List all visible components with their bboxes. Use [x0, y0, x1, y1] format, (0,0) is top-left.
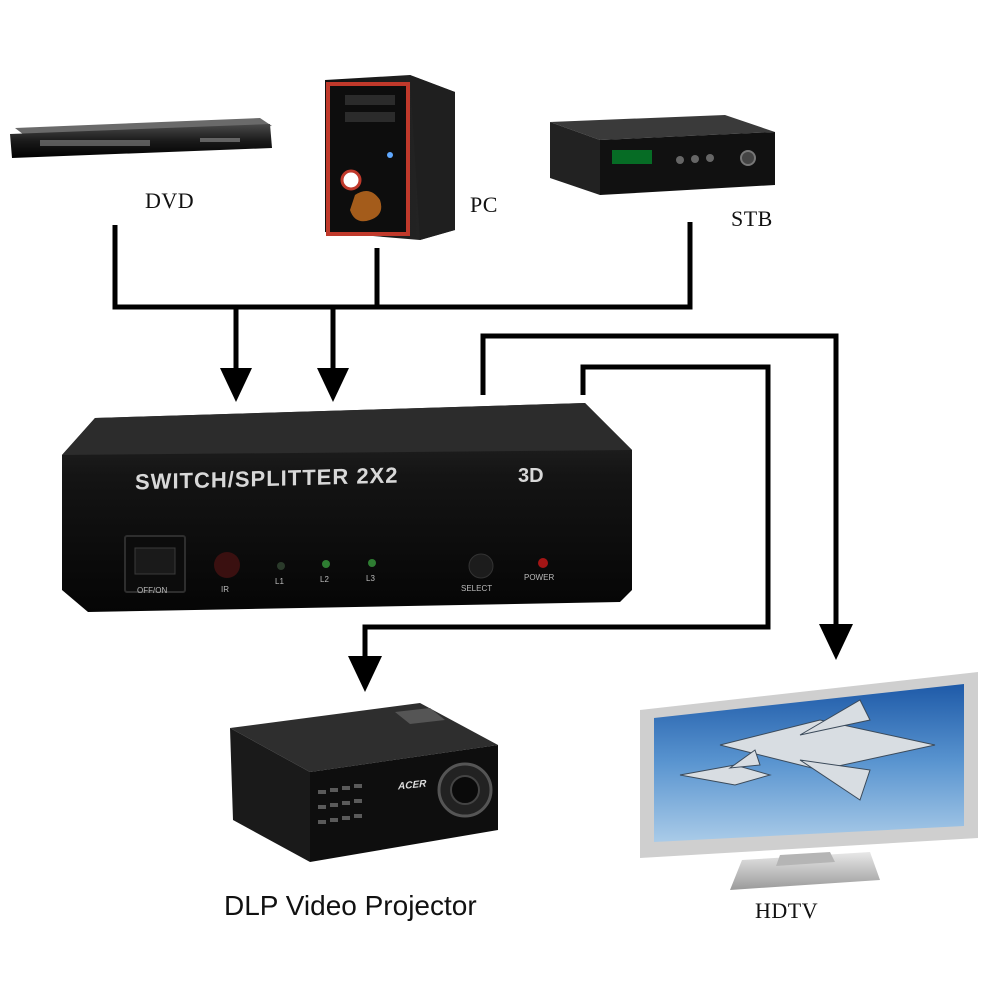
- input-connectors: [112, 222, 693, 372]
- dvd-player-icon: [10, 118, 272, 158]
- power-label: POWER: [524, 573, 555, 582]
- hdtv-label: HDTV: [755, 898, 819, 923]
- set-top-box-icon: [550, 115, 775, 195]
- led-1: [277, 562, 285, 570]
- projector-icon: [230, 703, 498, 862]
- device-3d-badge: 3D: [518, 465, 544, 487]
- led-3: [368, 559, 376, 567]
- dvd-label: DVD: [145, 188, 195, 213]
- power-led: [538, 558, 548, 568]
- led-2: [322, 560, 330, 568]
- pc-label: PC: [470, 192, 498, 217]
- ir-label: IR: [221, 585, 229, 594]
- ir-receiver: [214, 552, 240, 578]
- jet-image: [679, 699, 936, 801]
- output-connectors: [362, 333, 839, 660]
- led-3-label: L3: [366, 574, 375, 583]
- hdtv-icon: [640, 672, 978, 890]
- output-arrow-projector: [348, 656, 382, 692]
- pc-tower-icon: [325, 75, 455, 240]
- projector-label: DLP Video Projector: [224, 890, 477, 921]
- led-1-label: L1: [275, 577, 284, 586]
- input-arrow-2: [317, 368, 349, 402]
- power-switch-label: OFF/ON: [137, 586, 168, 595]
- input-arrow-1: [220, 368, 252, 402]
- select-button: [468, 553, 494, 579]
- switch-splitter-device: [62, 403, 632, 612]
- stb-label: STB: [731, 206, 773, 231]
- led-2-label: L2: [320, 575, 329, 584]
- output-arrow-hdtv: [819, 624, 853, 660]
- select-label: SELECT: [461, 584, 493, 593]
